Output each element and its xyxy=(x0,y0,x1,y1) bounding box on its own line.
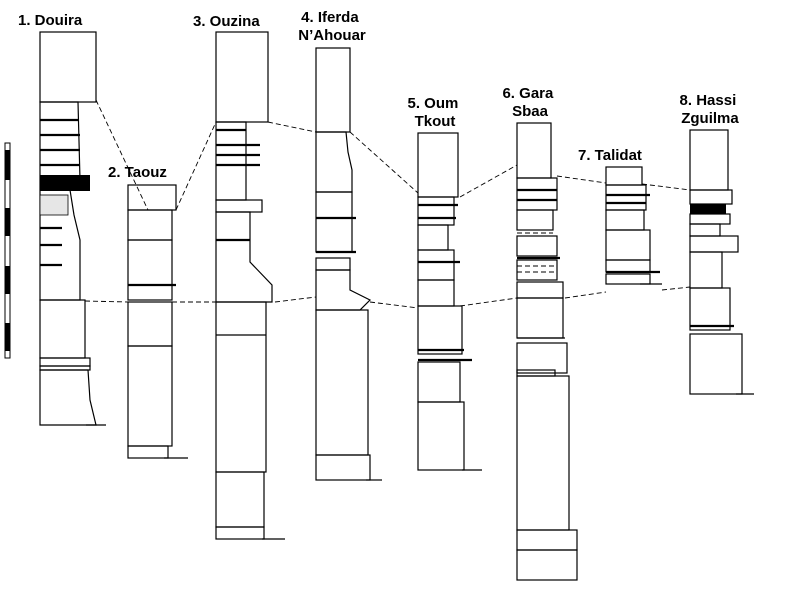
column-talidat xyxy=(605,166,662,285)
column-iferda xyxy=(315,47,382,481)
section-label-douira: 1. Douira xyxy=(18,12,83,29)
section-label-oum-tkout: 5. Oum Tkout xyxy=(407,95,462,130)
section-label-gara-sbaa: 6. Gara Sbaa xyxy=(502,85,557,120)
section-label-iferda: 4. Iferda N’Ahouar xyxy=(298,9,366,44)
column-ouzina xyxy=(215,31,285,540)
column-hassi-zguilma xyxy=(689,129,754,395)
scale-bar xyxy=(4,142,11,359)
section-label-talidat: 7. Talidat xyxy=(578,147,642,164)
section-label-ouzina: 3. Ouzina xyxy=(193,13,260,30)
column-taouz xyxy=(127,184,188,459)
column-douira xyxy=(39,31,106,426)
section-label-taouz: 2. Taouz xyxy=(108,164,167,181)
column-gara-sbaa xyxy=(516,122,578,581)
correlation-lines-upper xyxy=(95,99,691,211)
section-label-hassi-zguilma: 8. Hassi Zguilma xyxy=(680,92,741,127)
correlation-lines-lower xyxy=(84,286,691,309)
column-oum-tkout xyxy=(417,132,482,471)
